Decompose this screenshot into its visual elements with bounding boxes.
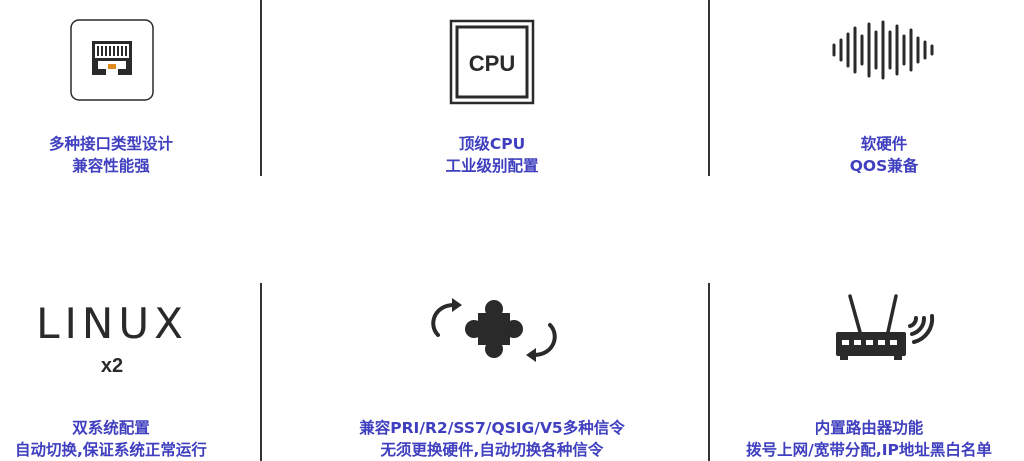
caption-line: 软硬件: [860, 135, 908, 153]
column-divider: [260, 0, 262, 176]
feature-caption-qos: 软硬件 QOS兼备: [774, 133, 994, 177]
caption-line: 无须更换硬件,自动切换各种信令: [380, 441, 604, 459]
linux-wordmark: LINUX: [36, 299, 188, 348]
feature-caption-interfaces: 多种接口类型设计 兼容性能强: [0, 133, 222, 177]
caption-line: QOS兼备: [849, 157, 919, 175]
feature-caption-cpu: 顶级CPU 工业级别配置: [382, 133, 602, 177]
caption-line: 兼容性能强: [72, 157, 150, 175]
caption-line: 自动切换,保证系统正常运行: [15, 441, 207, 459]
wireless-router-icon: [830, 292, 940, 364]
feature-caption-dual-system: 双系统配置 自动切换,保证系统正常运行: [0, 417, 222, 461]
cpu-label: CPU: [469, 51, 515, 76]
linux-logo-icon: LINUX x2: [24, 300, 200, 396]
linux-count: x2: [100, 355, 124, 377]
feature-caption-router: 内置路由器功能 拨号上网/宽带分配,IP地址黑白名单: [714, 417, 1024, 461]
caption-line: 内置路由器功能: [814, 419, 924, 437]
column-divider: [708, 283, 710, 461]
cpu-chip-icon: CPU: [449, 19, 535, 105]
caption-line: 工业级别配置: [445, 157, 539, 175]
puzzle-switch-icon: [424, 295, 564, 365]
feature-caption-signaling: 兼容PRI/R2/SS7/QSIG/V5多种信令 无须更换硬件,自动切换各种信令: [312, 417, 672, 461]
caption-line: 顶级CPU: [458, 135, 526, 153]
caption-line: 多种接口类型设计: [48, 135, 173, 153]
audio-waveform-icon: [828, 20, 940, 80]
caption-line: 拨号上网/宽带分配,IP地址黑白名单: [746, 441, 992, 459]
caption-line: 双系统配置: [72, 419, 150, 437]
ethernet-port-icon: [70, 19, 154, 101]
column-divider: [260, 283, 262, 461]
column-divider: [708, 0, 710, 176]
caption-line: 兼容PRI/R2/SS7/QSIG/V5多种信令: [359, 419, 625, 437]
